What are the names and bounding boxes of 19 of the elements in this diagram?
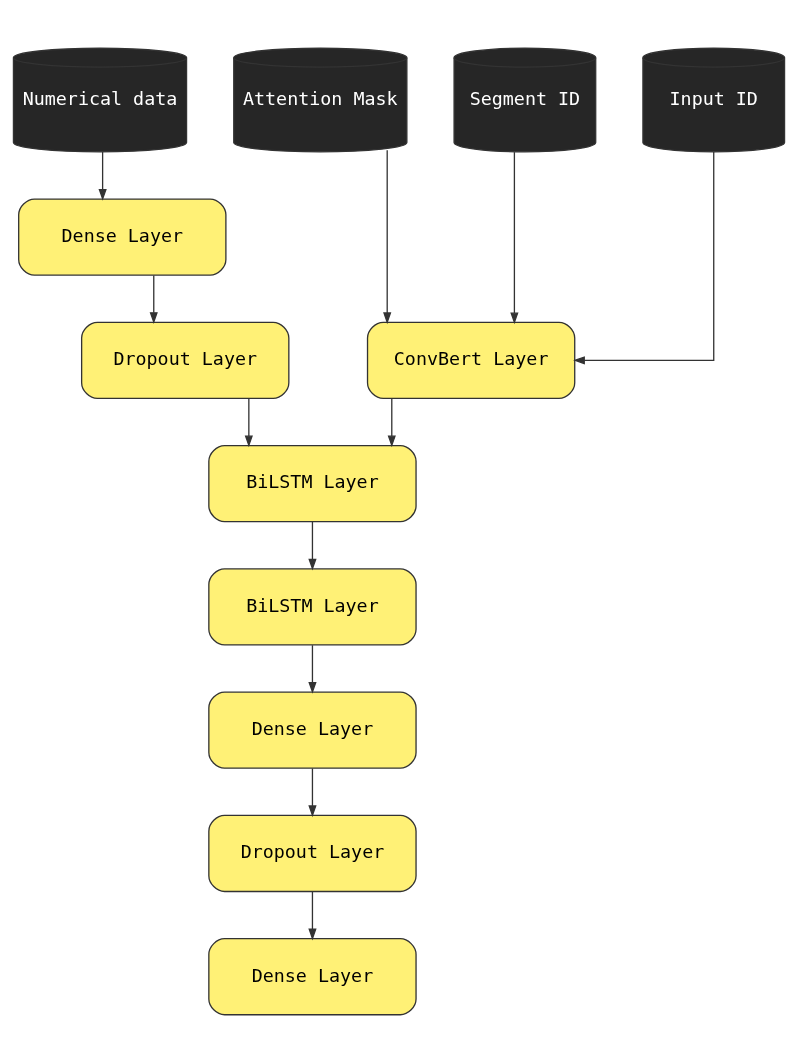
arrow: [149, 274, 158, 325]
arrow: [98, 151, 107, 201]
arrow: [308, 521, 317, 571]
node-box: ConvBert Layer: [366, 321, 576, 400]
arrow: [308, 644, 317, 694]
arrow: [387, 398, 396, 448]
node-box: Dense Layer: [18, 198, 227, 276]
arrow: [244, 398, 253, 448]
arrow: [573, 151, 715, 365]
node-box: BiLSTM Layer: [208, 444, 417, 523]
node-box: Dropout Layer: [208, 814, 417, 893]
arrow: [510, 151, 519, 325]
arrow: [308, 891, 317, 941]
node-box: Dense Layer: [208, 691, 417, 769]
node-box: Dense Layer: [208, 938, 417, 1016]
node-box: Dropout Layer: [81, 321, 290, 400]
node-box: BiLSTM Layer: [208, 568, 417, 646]
arrow: [308, 767, 317, 818]
arrow: [383, 149, 392, 325]
